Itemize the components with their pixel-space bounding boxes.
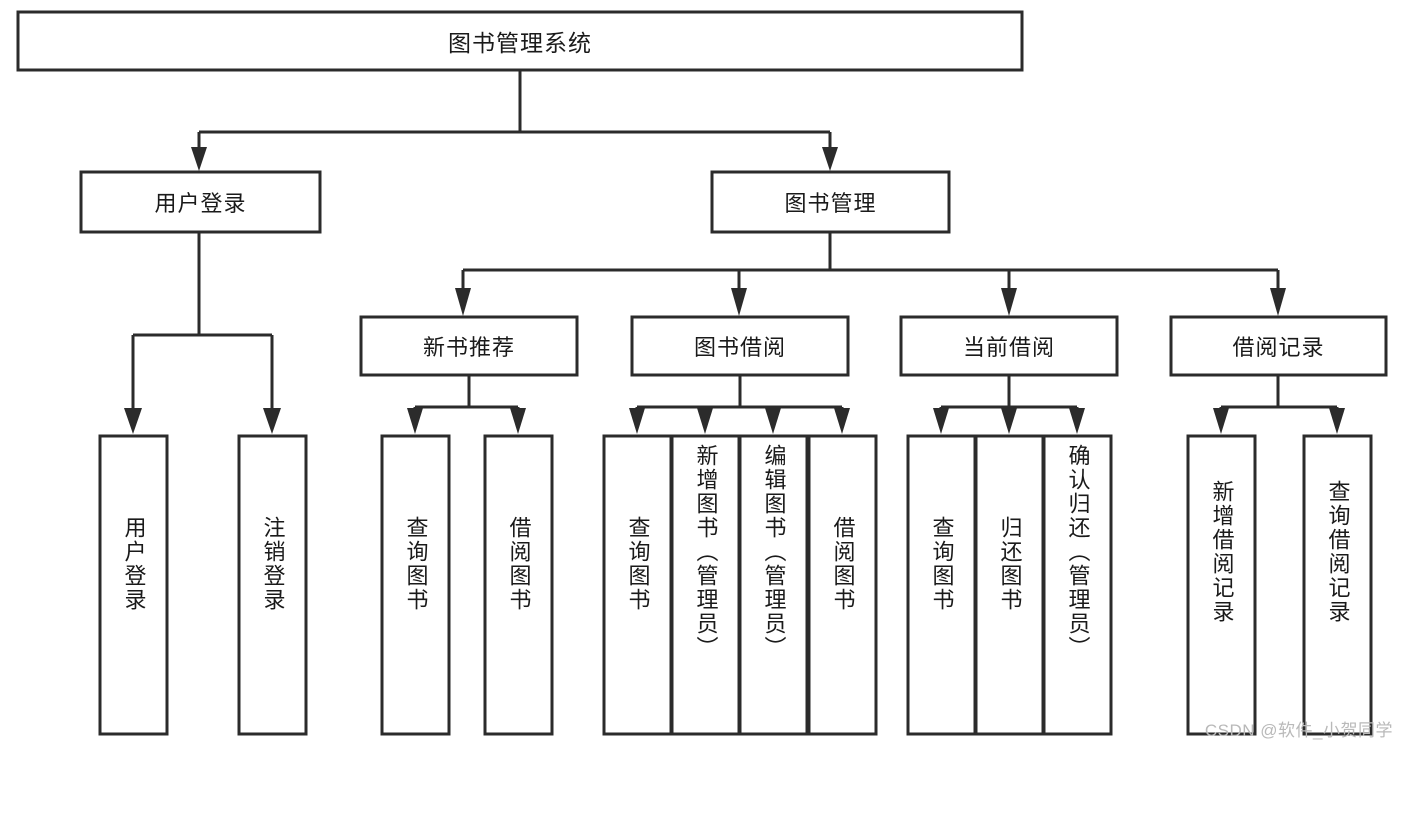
leaf-box-user-login-1[interactable] — [237, 434, 308, 736]
leaf-box-book-borrow-1[interactable] — [670, 434, 741, 736]
leaf-box-new-book-1[interactable] — [483, 434, 554, 736]
leaf-box-borrow-record-0[interactable] — [1186, 434, 1257, 736]
leaf-box-user-login-0[interactable] — [98, 434, 169, 736]
connector-bookborrow-to-leaves — [629, 375, 850, 434]
leaf-box-borrow-record-1[interactable] — [1302, 434, 1373, 736]
node-user-login[interactable] — [79, 170, 322, 234]
leaf-box-current-borrow-2[interactable] — [1042, 434, 1113, 736]
leaf-box-book-borrow-3[interactable] — [807, 434, 878, 736]
leaf-box-current-borrow-1[interactable] — [974, 434, 1045, 736]
connector-currentborrow-to-leaves — [933, 375, 1085, 434]
node-book-management[interactable] — [710, 170, 951, 234]
node-new-book-recommend[interactable] — [359, 315, 579, 377]
connector-newbook-to-leaves — [407, 375, 526, 434]
leaf-box-new-book-0[interactable] — [380, 434, 451, 736]
leaf-box-book-borrow-0[interactable] — [602, 434, 673, 736]
diagram-canvas — [16, 10, 1388, 736]
leaf-box-book-borrow-2[interactable] — [738, 434, 809, 736]
watermark-text: CSDN @软件_小贺同学 — [1204, 721, 1393, 740]
hierarchy-diagram: 图书管理系统 用户登录 图书管理 新书推荐 图书借阅 当前借阅 借阅记录 用户登… — [16, 10, 1393, 740]
connector-bookmgmt-to-level2 — [455, 232, 1286, 316]
node-borrow-record[interactable] — [1169, 315, 1388, 377]
connector-root-to-level1 — [191, 70, 838, 171]
connector-borrowrecord-to-leaves — [1213, 375, 1345, 434]
node-book-borrow[interactable] — [630, 315, 850, 377]
node-current-borrow[interactable] — [899, 315, 1119, 377]
connector-userlogin-to-leaves — [124, 232, 281, 434]
node-root-system[interactable] — [16, 10, 1024, 72]
leaf-box-current-borrow-0[interactable] — [906, 434, 977, 736]
